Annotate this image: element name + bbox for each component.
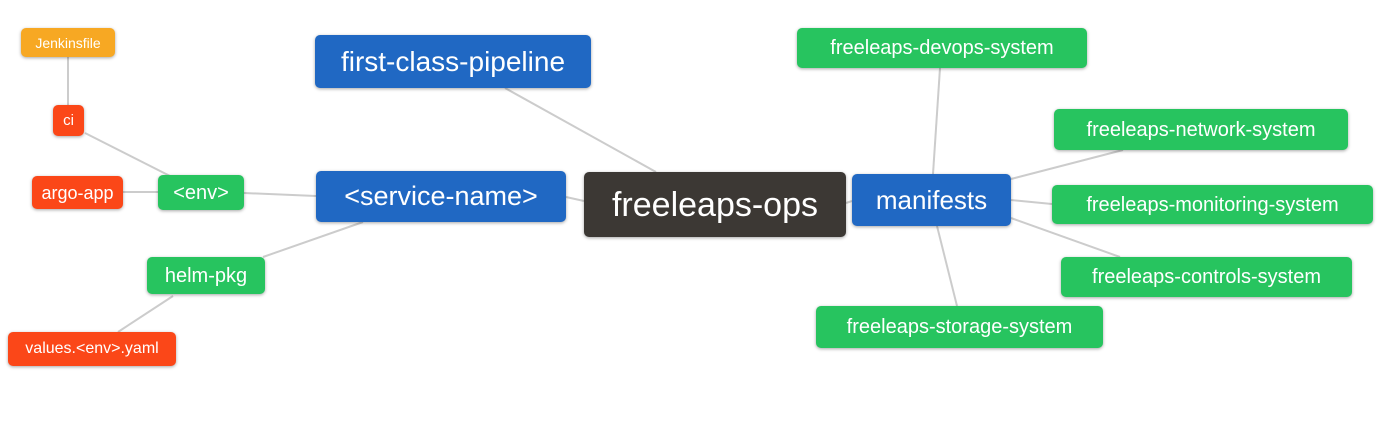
edge-env-to-service-name (243, 192, 317, 197)
edge-freeleaps-devops-system-to-manifests (932, 67, 941, 175)
node-helm-pkg[interactable]: helm-pkg (147, 257, 265, 294)
node-freeleaps-controls-system[interactable]: freeleaps-controls-system (1061, 257, 1352, 297)
edge-ci-to-env (84, 132, 171, 177)
node-freeleaps-monitoring-system[interactable]: freeleaps-monitoring-system (1052, 185, 1373, 224)
edge-helm-pkg-to-service-name (262, 221, 364, 258)
edge-first-class-pipeline-to-freeleaps-ops (504, 87, 657, 173)
node-service-name[interactable]: <service-name> (316, 171, 566, 222)
node-jenkinsfile[interactable]: Jenkinsfile (21, 28, 115, 57)
edge-service-name-to-freeleaps-ops (565, 196, 585, 202)
node-first-class-pipeline[interactable]: first-class-pipeline (315, 35, 591, 88)
edge-manifests-to-freeleaps-monitoring-system (1010, 199, 1053, 205)
edge-values-env-yaml-to-helm-pkg (117, 295, 174, 333)
node-argo-app[interactable]: argo-app (32, 176, 123, 209)
edge-manifests-to-freeleaps-storage-system (936, 225, 958, 307)
node-ci[interactable]: ci (53, 105, 84, 136)
node-freeleaps-devops-system[interactable]: freeleaps-devops-system (797, 28, 1087, 68)
node-manifests[interactable]: manifests (852, 174, 1011, 226)
node-env[interactable]: <env> (158, 175, 244, 210)
node-freeleaps-ops[interactable]: freeleaps-ops (584, 172, 846, 237)
node-freeleaps-storage-system[interactable]: freeleaps-storage-system (816, 306, 1103, 348)
edge-manifests-to-freeleaps-network-system (1010, 149, 1124, 180)
node-freeleaps-network-system[interactable]: freeleaps-network-system (1054, 109, 1348, 150)
node-values-env-yaml[interactable]: values.<env>.yaml (8, 332, 176, 366)
